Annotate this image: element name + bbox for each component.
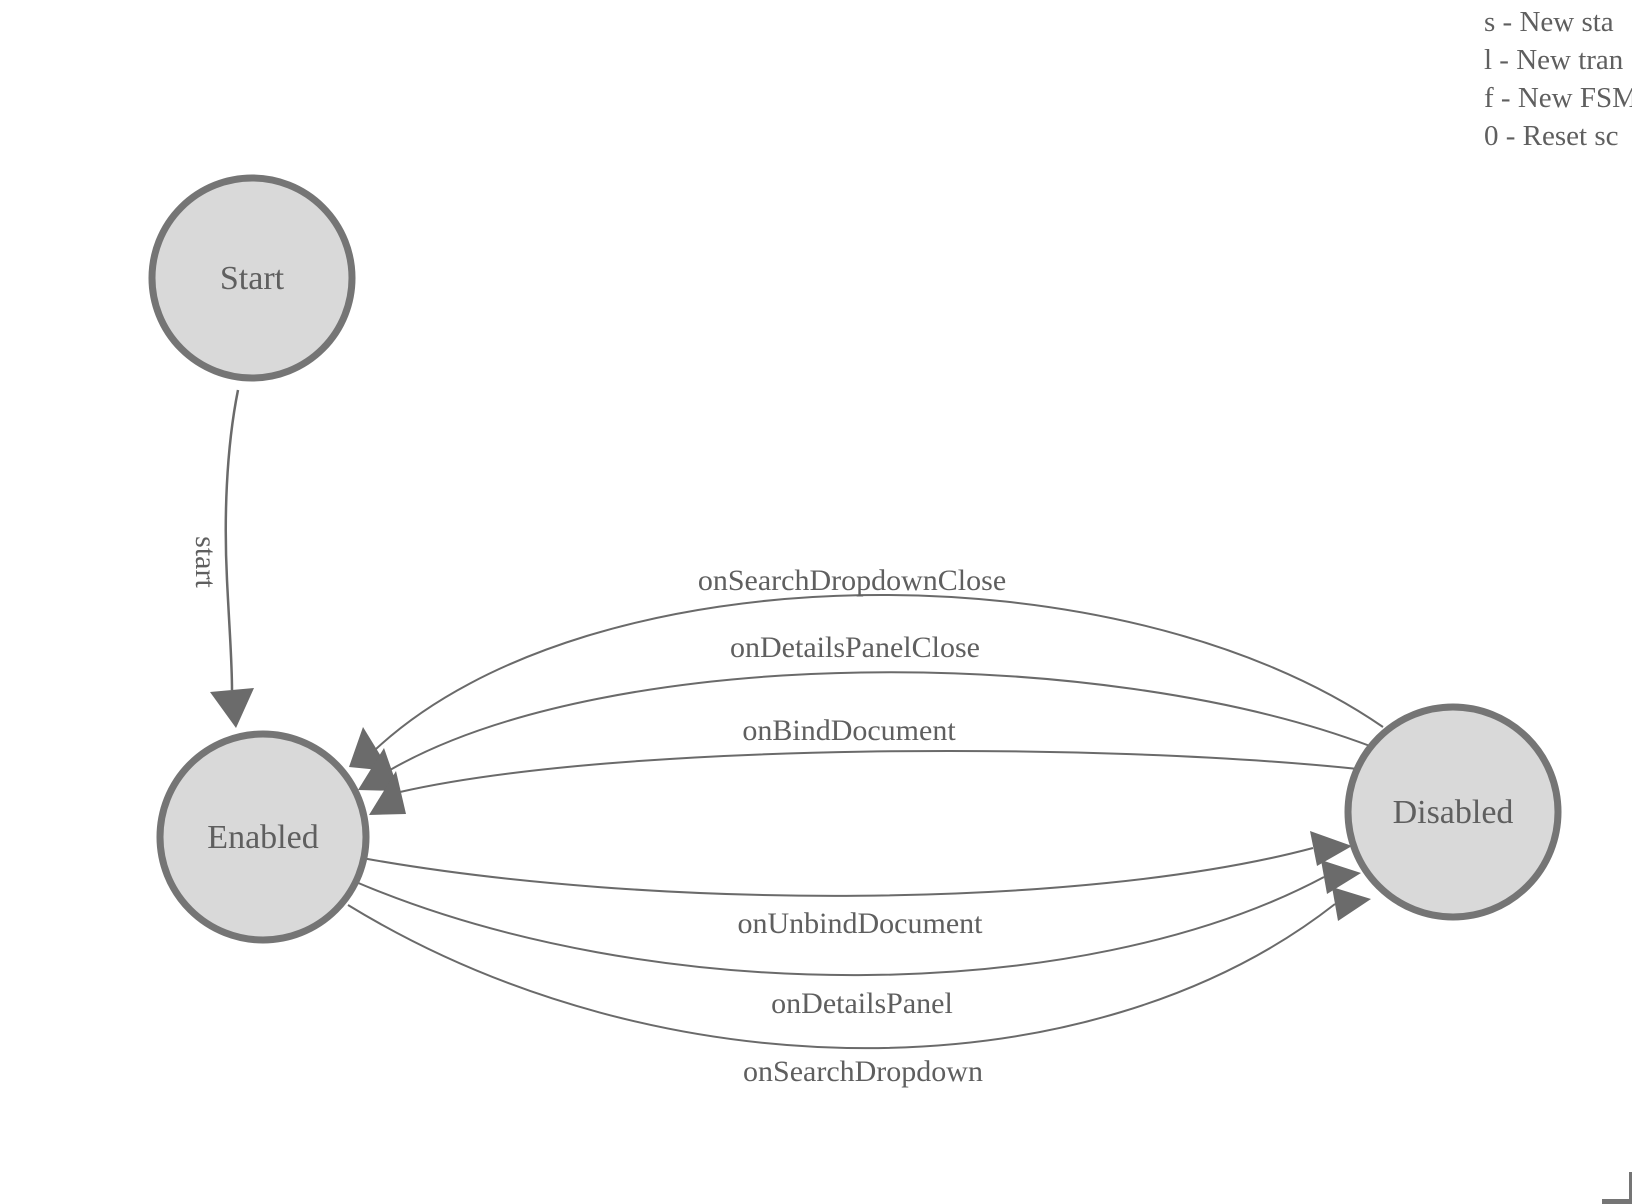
arrowhead-into-disabled-3 (1332, 887, 1371, 921)
state-label-disabled: Disabled (1393, 794, 1514, 831)
edge-on-search-dropdown-close (375, 594, 1384, 750)
state-circle-start[interactable] (148, 174, 356, 382)
state-label-enabled: Enabled (207, 819, 318, 856)
edge-label-start: start (189, 536, 222, 588)
arrowhead-into-disabled-2 (1321, 860, 1361, 894)
edge-label-on-details-panel-close: onDetailsPanelClose (730, 631, 980, 664)
edge-on-unbind-document (361, 847, 1314, 897)
state-node-disabled[interactable]: Disabled (1344, 703, 1562, 921)
state-node-enabled[interactable]: Enabled (156, 730, 370, 944)
edge-start (224, 389, 240, 691)
state-circle-enabled[interactable] (156, 730, 370, 944)
legend: s - New sta l - New tran f - New FSM 0 -… (1484, 3, 1632, 155)
edge-label-on-search-dropdown-close: onSearchDropdownClose (698, 564, 1006, 597)
edge-label-on-search-dropdown: onSearchDropdown (743, 1055, 983, 1088)
edge-on-details-panel-close (389, 671, 1371, 771)
legend-line-new-transition: l - New tran (1484, 44, 1624, 76)
edge-on-search-dropdown (347, 903, 1336, 1050)
legend-line-reset: 0 - Reset sc (1484, 120, 1619, 152)
arrowhead-start-to-enabled (210, 688, 254, 728)
state-node-start[interactable]: Start (148, 174, 356, 382)
state-label-start: Start (220, 260, 285, 297)
legend-line-new-fsm: f - New FSM (1484, 82, 1632, 114)
edge-label-on-unbind-document: onUnbindDocument (738, 907, 984, 940)
edge-label-on-details-panel: onDetailsPanel (771, 987, 953, 1020)
edge-on-bind-document (399, 749, 1359, 793)
state-circle-disabled[interactable] (1344, 703, 1562, 921)
arrowhead-into-enabled-3 (369, 771, 406, 815)
arrowhead-into-enabled-2 (358, 748, 399, 791)
arrowhead-into-disabled-1 (1310, 831, 1352, 866)
edge-label-on-bind-document: onBindDocument (742, 714, 956, 747)
canvas-corner-mark (1602, 1172, 1632, 1204)
edge-on-details-panel (355, 876, 1325, 977)
legend-line-new-state: s - New sta (1484, 6, 1614, 38)
